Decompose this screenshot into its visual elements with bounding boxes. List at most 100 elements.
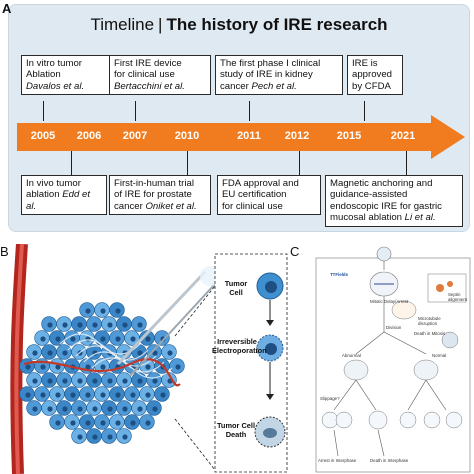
septin-dot [447,281,453,287]
daughter-cell [399,411,417,429]
cell-nucleus [62,406,68,412]
event-connector [406,151,408,175]
title-separator: | [158,15,163,34]
cell-nucleus [122,434,128,440]
cell-nucleus [122,322,128,328]
title-prefix: Timeline [90,15,155,34]
ttfields-diagram [315,246,471,473]
cell-nucleus [85,392,91,398]
cell-nucleus [32,350,38,356]
cell-nucleus [115,420,121,426]
stage-electroporated-cell [256,334,284,362]
event-author: Oniket et al. [145,200,197,212]
title-main: The history of IRE research [166,15,388,34]
cell-nucleus [100,364,106,370]
electric-field-line [91,357,173,379]
cell-nucleus [92,434,98,440]
cell-top [376,246,392,262]
cell-nucleus [55,420,61,426]
cell-nucleus [40,336,46,342]
cell-nucleus [25,392,31,398]
cell-nucleus [55,392,61,398]
event-author: Bertacchini et al. [114,80,185,92]
cell-nucleus [70,392,76,398]
event-connector [364,101,366,121]
cell-nucleus [77,378,83,384]
event-box-2011: The first phase I clinical study of IRE … [215,55,343,96]
cell-nucleus [115,392,121,398]
stage-tumor-cell [256,272,284,300]
year-2015: 2015 [336,130,362,142]
label-abnormal: Abnormal [342,353,361,358]
cell-nucleus [62,350,68,356]
cell-nucleus [175,364,181,370]
dying-cell [441,331,459,349]
stage-arrowhead [266,320,274,326]
event-label: First-in-human trial of IRE for prostate… [114,178,197,212]
year-2021: 2021 [390,130,416,142]
electrode-probe [116,270,207,366]
event-connector [249,101,251,121]
flow-line [333,379,357,411]
stage-dead-cell [254,416,286,448]
blood-vessel-highlight [14,243,24,474]
panel-a-letter: A [2,1,12,16]
label-death-interphase: Death in Interphase [370,458,409,463]
timeline-panel: A Timeline|The history of IRE research I… [2,1,470,232]
event-label: In vitro tumor Ablation [26,58,82,81]
cell-nucleus [32,378,38,384]
cell-nucleus [77,406,83,412]
event-label: Magnetic anchoring and guidance-assisted… [330,178,442,224]
daughter-cell [321,411,339,429]
panel-c-letter: C [290,244,300,259]
stage-label-cell-death: Tumor Cell Death [216,421,256,439]
label-arrest: Arrest in Interphase [318,458,357,463]
cell-nucleus [145,392,151,398]
event-label: FDA approval and EU certification for cl… [222,178,299,212]
normal-cell [413,359,439,381]
cell-nucleus [92,378,98,384]
cell-nucleus [130,420,136,426]
cell-nucleus [92,322,98,328]
zoom-line [174,418,216,471]
event-connector [299,151,301,175]
flow-line [355,379,377,411]
cell-nucleus [137,406,143,412]
microtubule-cell [391,300,417,320]
cell-nucleus [62,378,68,384]
flow-line [407,379,427,411]
event-label: In vivo tumor ablation Edd et al. [26,178,91,212]
stage-arrowhead [266,394,274,400]
daughter-cell [335,411,353,429]
panel-b-letter: B [0,244,9,259]
cell-nucleus [137,322,143,328]
cell-nucleus [77,434,83,440]
event-connector [71,151,73,175]
event-box-2007: First IRE device for clinical use Bertac… [109,55,211,96]
event-box-2005: In vitro tumor Ablation Davalos et al. [21,55,121,96]
cell-nucleus [55,336,61,342]
label-death-mitosis: Death in Mitosis [414,331,446,336]
year-2010: 2010 [174,130,200,142]
septin-dot [436,284,444,292]
cell-nucleus [107,434,113,440]
cell-nucleus [47,322,53,328]
event-author: Pech et al. [251,80,297,92]
event-connector [135,101,137,121]
year-2005: 2005 [30,130,56,142]
year-2007: 2007 [122,130,148,142]
event-author: Li et al. [404,212,436,224]
event-box-2006: In vivo tumor ablation Edd et al. [21,175,107,216]
cell-nucleus [85,364,91,370]
flow-line [355,331,385,355]
event-label: IRE is approved by CFDA [352,58,393,92]
event-box-2015: IRE is approved by CFDA [347,55,403,96]
septin-box [427,273,467,303]
event-author: Davalos et al. [26,80,85,92]
stage-label-tumor-cell: Tumor Cell [224,279,248,297]
cell-nucleus [100,308,106,314]
cell-nucleus [130,392,136,398]
cell-nucleus [47,378,53,384]
cell-nucleus [40,364,46,370]
cell-nucleus [32,406,38,412]
